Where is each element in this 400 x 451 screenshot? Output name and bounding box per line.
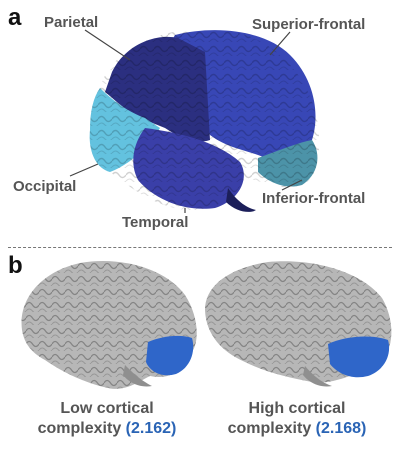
leader-lines [69,29,303,213]
caption-high-line2: complexity [227,420,312,437]
caption-high-line1: High cortical [248,400,346,417]
caption-low-line2: complexity [37,420,122,437]
label-parietal: Parietal [44,14,99,31]
label-occipital: Occipital [13,178,77,195]
panel-letter-a: a [8,4,22,31]
caption-low-value: (2.162) [125,420,177,437]
panel-divider [8,247,392,248]
panel-letter-b: b [8,252,23,279]
label-superior-frontal: Superior-frontal [252,16,366,33]
label-temporal: Temporal [122,214,189,231]
caption-high-complexity: High cortical complexity (2.168) [212,399,382,439]
label-inferior-frontal: Inferior-frontal [262,190,366,207]
caption-low-complexity: Low cortical complexity (2.162) [22,399,192,439]
brain-low-complexity [21,261,197,389]
brain-a [89,29,320,212]
caption-high-value: (2.168) [315,420,367,437]
brain-high-complexity [205,261,392,387]
highlight-region-low [146,335,194,376]
caption-low-line1: Low cortical [60,400,154,417]
highlight-region-high [328,336,390,378]
